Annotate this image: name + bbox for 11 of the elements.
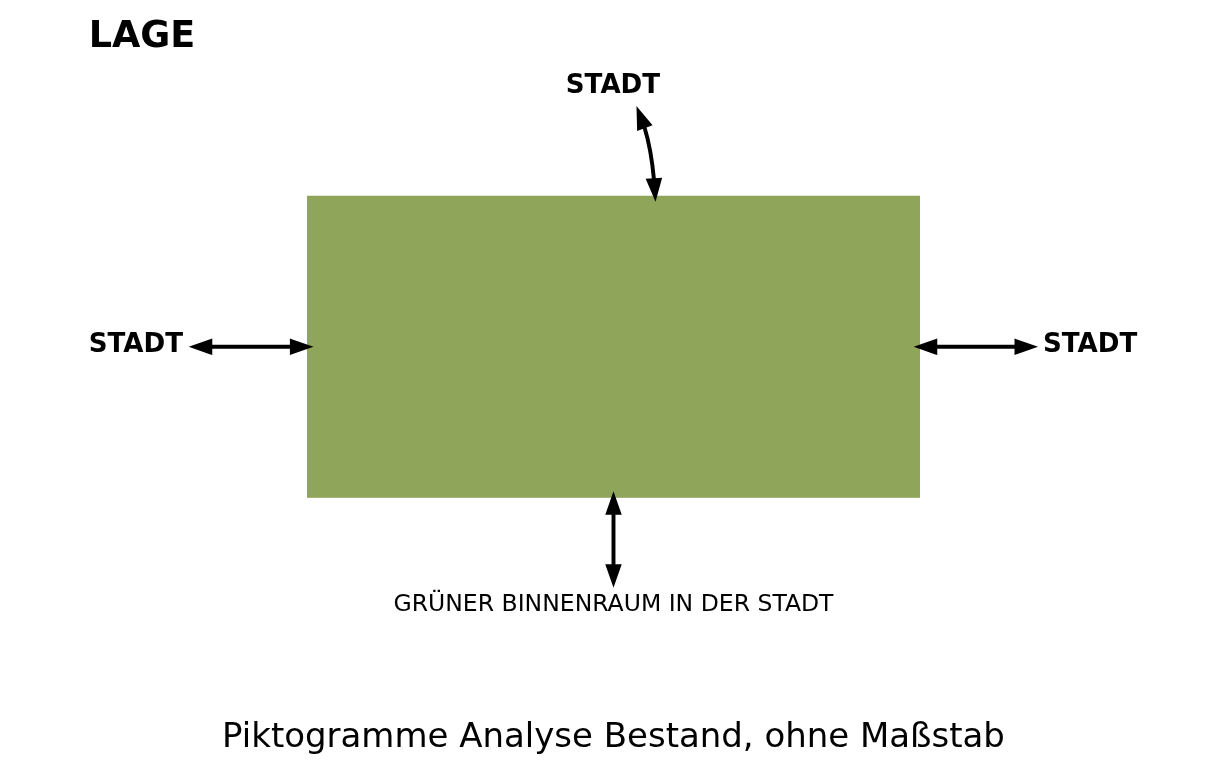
node-text: GRÜNER BINNENRAUM IN DER STADT bbox=[393, 589, 834, 618]
node-box bbox=[306, 195, 921, 498]
arrow bbox=[636, 106, 663, 202]
node-text: STADT bbox=[565, 69, 661, 100]
arrow bbox=[913, 338, 1039, 356]
diagram-title: LAGE bbox=[88, 12, 196, 56]
arrow bbox=[188, 338, 314, 356]
arrow bbox=[605, 491, 622, 588]
node-text: STADT bbox=[88, 328, 184, 359]
node-text: STADT bbox=[1042, 328, 1138, 359]
caption: Piktogramme Analyse Bestand, ohne Maßstab bbox=[222, 714, 1005, 755]
